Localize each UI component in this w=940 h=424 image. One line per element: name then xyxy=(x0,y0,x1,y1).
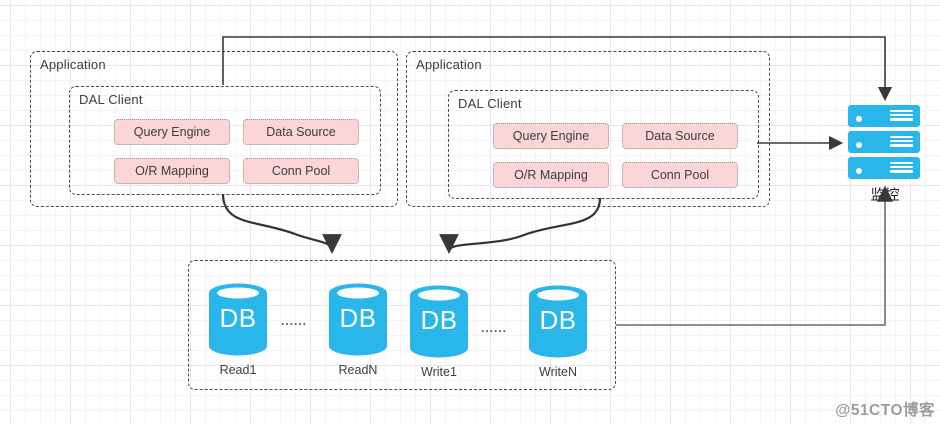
module-or-mapping: O/R Mapping xyxy=(493,162,609,188)
db-text: DB xyxy=(539,305,577,335)
module-conn-pool: Conn Pool xyxy=(243,158,359,184)
db-node-label: WriteN xyxy=(539,365,577,379)
db-text: DB xyxy=(339,303,377,333)
database-node-write1: DB Write1 xyxy=(410,285,468,379)
server-led-icon xyxy=(856,142,862,148)
database-icon xyxy=(209,283,267,356)
application-title: Application xyxy=(40,57,106,72)
db-text: DB xyxy=(219,303,257,333)
ellipsis-dots: ...... xyxy=(481,321,508,335)
server-rack-unit xyxy=(848,157,920,179)
dal-client-box-2: DAL Client Query Engine Data Source O/R … xyxy=(448,90,759,199)
monitor-label: 监控 xyxy=(870,188,900,204)
database-icon xyxy=(410,285,468,358)
server-rack-unit xyxy=(848,131,920,153)
application-title: Application xyxy=(416,57,482,72)
database-icon xyxy=(329,283,387,356)
server-led-icon xyxy=(856,168,862,174)
dal-client-title: DAL Client xyxy=(458,96,522,111)
server-vents-icon xyxy=(890,162,913,173)
module-query-engine: Query Engine xyxy=(114,119,230,145)
module-or-mapping: O/R Mapping xyxy=(114,158,230,184)
module-data-source: Data Source xyxy=(243,119,359,145)
db-text: DB xyxy=(420,305,458,335)
database-node-writen: DB WriteN xyxy=(529,285,587,379)
monitor-server-icon xyxy=(848,105,920,179)
application-box-1: Application DAL Client Query Engine Data… xyxy=(30,51,398,207)
database-icon xyxy=(529,285,587,358)
server-led-icon xyxy=(856,116,862,122)
server-vents-icon xyxy=(890,110,913,121)
module-conn-pool: Conn Pool xyxy=(622,162,738,188)
watermark: @51CTO博客 xyxy=(835,402,935,419)
dal-client-title: DAL Client xyxy=(79,92,143,107)
module-query-engine: Query Engine xyxy=(493,123,609,149)
server-rack-unit xyxy=(848,105,920,127)
ellipsis-dots: ...... xyxy=(281,314,308,328)
connector-db-to-monitor xyxy=(616,185,894,326)
db-node-label: Read1 xyxy=(219,363,257,377)
db-node-label: Write1 xyxy=(421,365,457,379)
database-node-readn: DB ReadN xyxy=(329,283,387,377)
module-data-source: Data Source xyxy=(622,123,738,149)
db-node-label: ReadN xyxy=(338,363,378,377)
server-vents-icon xyxy=(890,136,913,147)
application-box-2: Application DAL Client Query Engine Data… xyxy=(406,51,770,207)
dal-client-box-1: DAL Client Query Engine Data Source O/R … xyxy=(69,86,381,195)
database-node-read1: DB Read1 xyxy=(209,283,267,377)
database-cluster-box: DB Read1 ...... DB ReadN DB Write1 .....… xyxy=(188,260,616,390)
